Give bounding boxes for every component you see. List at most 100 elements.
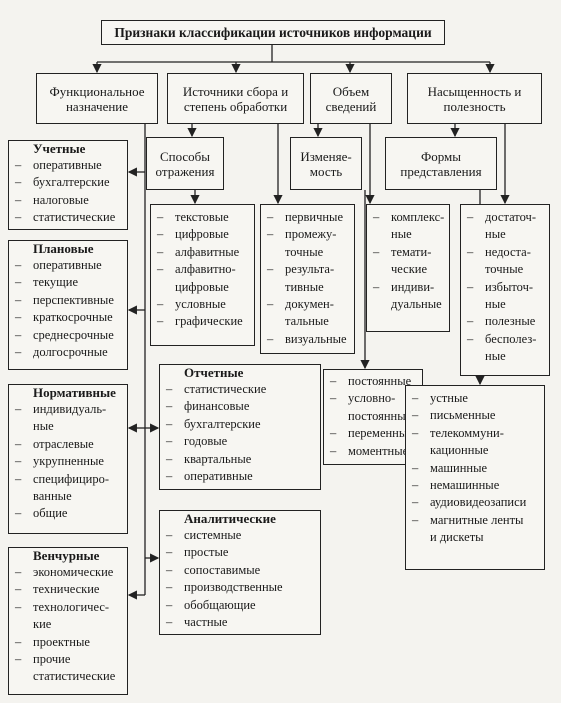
- list-heading: Отчетные: [184, 365, 244, 380]
- list-item: ные: [391, 227, 412, 242]
- list-item: технические: [9, 581, 127, 599]
- list-item: достаточ-: [461, 209, 549, 227]
- list-analytical: Аналитические системныепростыесопоставим…: [159, 510, 321, 635]
- list-item: оперативные: [9, 257, 127, 275]
- list-item: квартальные: [160, 451, 320, 469]
- list-item: графические: [151, 313, 254, 331]
- list-item: алфавитно-: [151, 261, 254, 279]
- list-item: комплекс-: [367, 209, 449, 227]
- list-item: переменные: [324, 425, 422, 443]
- list-item: первичные: [261, 209, 354, 227]
- list-item: точные: [285, 244, 324, 259]
- list-item: тальные: [285, 314, 329, 329]
- list-item: текстовые: [151, 209, 254, 227]
- list-item: кие: [33, 617, 52, 632]
- list-item: статистические: [160, 381, 320, 399]
- list-item: текущие: [9, 274, 127, 292]
- list-item: визуальные: [261, 331, 354, 349]
- list-item: дуальные: [391, 297, 442, 312]
- list-item: машинные: [406, 460, 544, 478]
- list-item: системные: [160, 527, 320, 545]
- subcriterion-forms: Формы представления: [385, 137, 497, 190]
- list-item: устные: [406, 390, 544, 408]
- list-item: налоговые: [9, 192, 127, 210]
- list-item: сопоставимые: [160, 562, 320, 580]
- list-item: темати-: [367, 244, 449, 262]
- list-item: индиви-: [367, 279, 449, 297]
- list-heading: Нормативные: [33, 385, 116, 400]
- list-item: телекоммуни-: [406, 425, 544, 443]
- list-item: обобщающие: [160, 597, 320, 615]
- list-item: укрупненные: [9, 453, 127, 471]
- list-item: ческие: [391, 262, 428, 277]
- list-item: немашинные: [406, 477, 544, 495]
- list-item: годовые: [160, 433, 320, 451]
- list-item: бесполез-: [461, 331, 549, 349]
- list-reflection: текстовыецифровыеалфавитныеалфавитно-циф…: [150, 204, 255, 346]
- list-item: условные: [151, 296, 254, 314]
- list-item: моментные: [324, 443, 422, 461]
- list-accounting: Учетные оперативныебухгалтерскиеналоговы…: [8, 140, 128, 230]
- list-item: среднесрочные: [9, 327, 127, 345]
- list-normative: Нормативные индивидуаль-ныеотраслевыеукр…: [8, 384, 128, 534]
- list-item: проектные: [9, 634, 127, 652]
- list-item: ные: [485, 227, 506, 242]
- list-item: оперативные: [160, 468, 320, 486]
- list-item: алфавитные: [151, 244, 254, 262]
- list-heading: Аналитические: [184, 511, 276, 526]
- list-item: точные: [485, 262, 524, 277]
- list-item: экономические: [9, 564, 127, 582]
- list-item: статистические: [33, 669, 116, 684]
- list-item: бухгалтерские: [160, 416, 320, 434]
- list-item: перспективные: [9, 292, 127, 310]
- criterion-volume: Объем сведений: [310, 73, 392, 124]
- list-item: промежу-: [261, 226, 354, 244]
- list-heading: Венчурные: [33, 548, 100, 563]
- diagram-title: Признаки классификации источников информ…: [101, 20, 445, 45]
- list-item: простые: [160, 544, 320, 562]
- list-heading: Учетные: [33, 141, 86, 156]
- list-item: условно-: [324, 390, 422, 408]
- list-item: полезные: [461, 313, 549, 331]
- list-item: ванные: [33, 489, 72, 504]
- list-item: аудиовидеозаписи: [406, 494, 544, 512]
- list-item: частные: [160, 614, 320, 632]
- list-item: ные: [485, 349, 506, 364]
- criterion-usefulness: Насыщенность и полезность: [407, 73, 542, 124]
- list-item: финансовые: [160, 398, 320, 416]
- list-item: индивидуаль-: [9, 401, 127, 419]
- list-item: бухгалтерские: [9, 174, 127, 192]
- list-item: избыточ-: [461, 279, 549, 297]
- list-item: прочие: [9, 651, 127, 669]
- list-item: общие: [9, 505, 127, 523]
- list-item: кационные: [430, 443, 489, 458]
- list-item: ные: [485, 297, 506, 312]
- list-item: производственные: [160, 579, 320, 597]
- list-item: недоста-: [461, 244, 549, 262]
- list-venture: Венчурные экономическиетехническиетехнол…: [8, 547, 128, 695]
- list-item: статистические: [9, 209, 127, 227]
- list-planning: Плановые оперативныетекущиеперспективные…: [8, 240, 128, 370]
- list-item: оперативные: [9, 157, 127, 175]
- list-item: отраслевые: [9, 436, 127, 454]
- list-item: результа-: [261, 261, 354, 279]
- list-item: тивные: [285, 279, 324, 294]
- subcriterion-changeability: Изменяе-мость: [290, 137, 362, 190]
- list-item: цифровые: [151, 226, 254, 244]
- list-item: постоянные: [324, 373, 422, 391]
- list-volume: комплекс-ные темати-ческие индиви-дуальные: [366, 204, 450, 332]
- list-heading: Плановые: [33, 241, 94, 256]
- list-forms: устныеписьменныетелекоммуни-кационные маш…: [405, 385, 545, 570]
- list-item: постоянные: [348, 408, 412, 423]
- list-usefulness: достаточ-ныенедоста-точныеизбыточ-ныепол…: [460, 204, 550, 376]
- list-item: магнитные ленты: [406, 512, 544, 530]
- criterion-functional: Функциональное назначение: [36, 73, 158, 124]
- list-item: письменные: [406, 407, 544, 425]
- subcriterion-reflection: Способы отражения: [146, 137, 224, 190]
- list-item: краткосрочные: [9, 309, 127, 327]
- list-item: докумен-: [261, 296, 354, 314]
- list-item: и дискеты: [430, 530, 484, 545]
- list-item: технологичес-: [9, 599, 127, 617]
- list-item: цифровые: [175, 279, 229, 294]
- list-processing: первичныепромежу-точные результа-тивные до…: [260, 204, 355, 354]
